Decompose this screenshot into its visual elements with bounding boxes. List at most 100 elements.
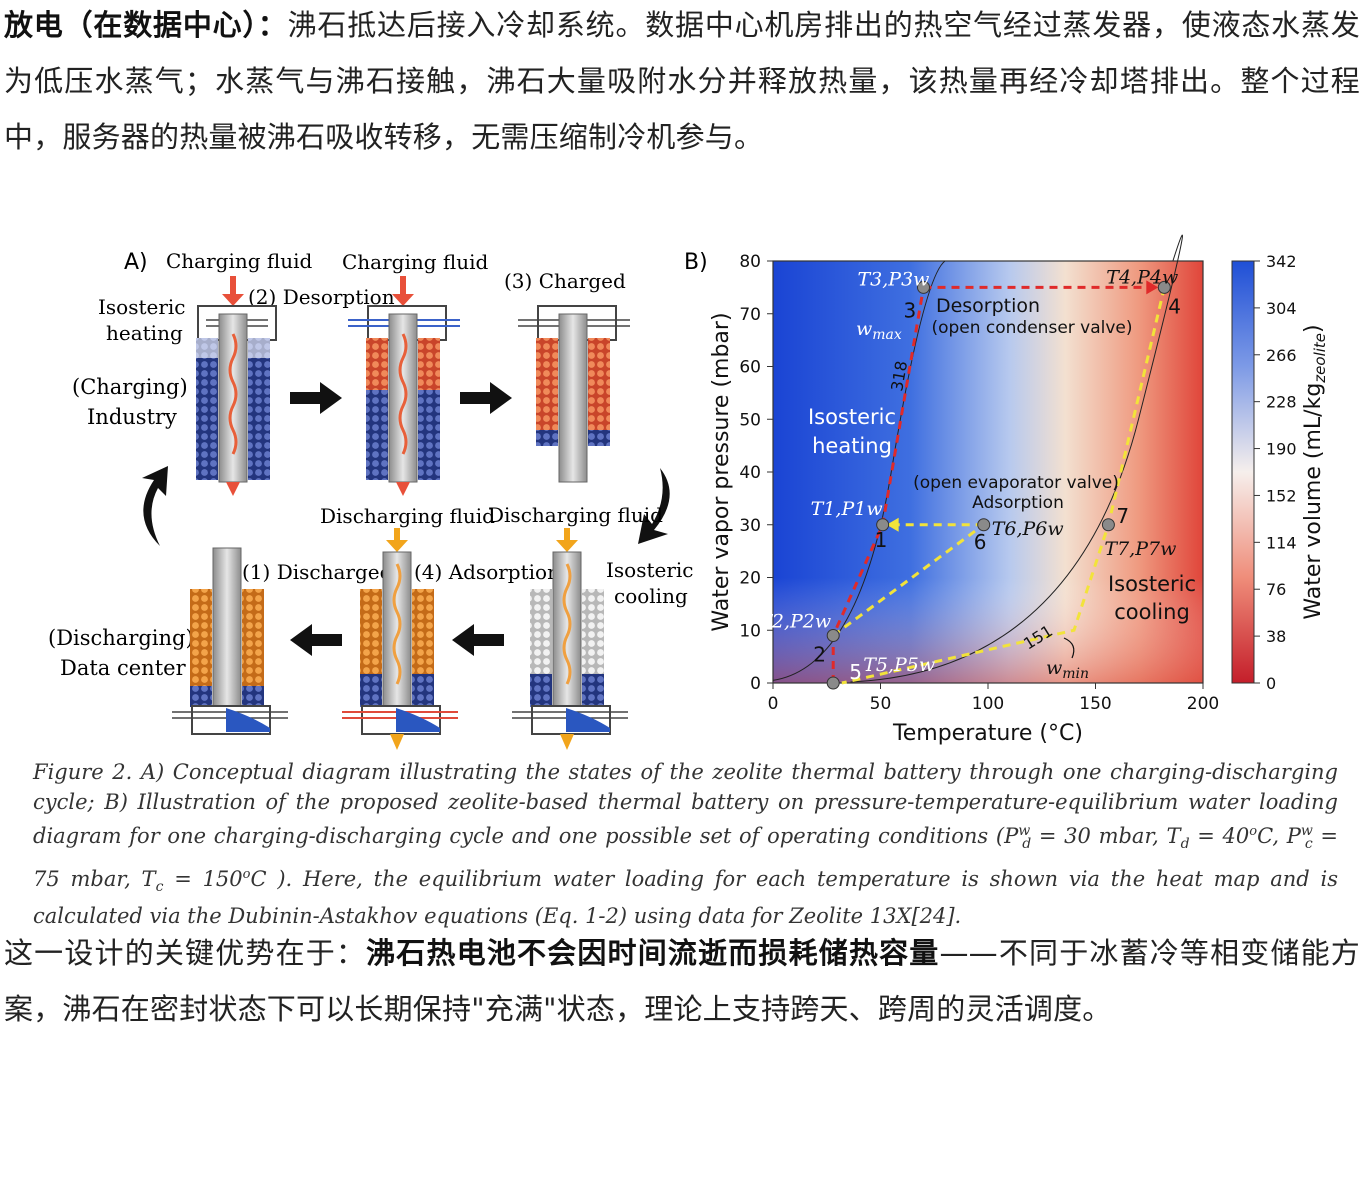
point-name-7: T7,P7w: [1104, 538, 1176, 560]
y-tick-label: 0: [750, 674, 761, 694]
point-name-5: T5,P5w: [863, 654, 935, 676]
y-tick-label: 20: [739, 569, 761, 589]
wmax-label: wmax: [856, 318, 902, 343]
discharge-heading: 放电（在数据中心）：: [4, 8, 288, 42]
y-tick-label: 30: [739, 516, 761, 536]
inlet-arrow-icon: [386, 528, 408, 552]
paragraph-advantage: 这一设计的关键优势在于：沸石热电池不会因时间流逝而损耗储热容量——不同于冰蓄冷等…: [4, 925, 1360, 1037]
discharged-label: (1) Discharged: [242, 560, 393, 584]
y-tick-label: 70: [739, 305, 761, 325]
colorbar-tick-label: 266: [1266, 346, 1297, 365]
point-4: [1157, 280, 1171, 294]
figure-svg: A) Charging fluid Charging fluid (2) Des…: [48, 234, 1329, 750]
charging-fluid-label-1: Charging fluid: [166, 249, 313, 273]
point-7: [1101, 518, 1115, 532]
point-6: [977, 518, 991, 532]
x-tick-label: 200: [1187, 694, 1219, 714]
y-tick-label: 50: [739, 410, 761, 430]
arrow-right-icon: [290, 382, 342, 414]
colorbar-label: Water volume (mL/kgzeolite): [1301, 324, 1329, 619]
x-tick-label: 100: [972, 694, 1004, 714]
advantage-intro: 这一设计的关键优势在于：: [4, 936, 367, 970]
point-2: [826, 629, 840, 643]
colorbar-tick-label: 190: [1266, 440, 1297, 459]
discharging-datacenter-label-1: (Discharging): [48, 626, 194, 650]
arrow-right-icon: [460, 382, 512, 414]
discharge-text: 沸石抵达后接入冷却系统。数据中心机房排出的热空气经过蒸发器，使液态水蒸发为低压水…: [4, 8, 1360, 154]
x-tick-label: 150: [1079, 694, 1111, 714]
discharging-datacenter-label-2: Data center: [60, 656, 187, 680]
point-name-3: T3,P3w: [858, 268, 930, 290]
inlet-arrow-icon: [222, 276, 244, 306]
charged-label: (3) Charged: [504, 269, 626, 293]
cylinder-cooling: [512, 528, 628, 750]
cylinder-desorption: [348, 276, 460, 496]
cylinder-discharged: [172, 547, 288, 735]
cylinder-adsorption: [342, 528, 458, 750]
point-label-6: 6: [974, 530, 987, 554]
colorbar-tick-label: 38: [1266, 627, 1286, 646]
point-label-5: 5: [849, 660, 862, 684]
outlet-arrow-icon: [560, 734, 574, 750]
arrow-curve-down-icon: [638, 468, 670, 544]
paragraph-discharge: 放电（在数据中心）：沸石抵达后接入冷却系统。数据中心机房排出的热空气经过蒸发器，…: [4, 0, 1360, 165]
colorbar-tick-label: 0: [1266, 674, 1276, 693]
cylinder-charged: [518, 305, 630, 483]
colorbar-tick-label: 114: [1266, 533, 1297, 552]
point-label-3: 3: [904, 298, 917, 322]
colorbar-tick-label: 304: [1266, 299, 1297, 318]
panel-b-tag: B): [684, 250, 708, 275]
isosteric-heating-label-1: Isosteric: [98, 295, 186, 319]
isosteric-heating-label-1: Isosteric: [808, 405, 896, 429]
point-5: [826, 676, 840, 690]
advantage-text: ——不同于冰蓄冷等相变储能方案，沸石在密封状态下可以长期保持"充满"状态，理论上…: [4, 936, 1360, 1026]
open-evaporator-label: (open evaporator valve): [913, 473, 1119, 493]
discharging-fluid-label-2: Discharging fluid: [488, 503, 663, 527]
charging-industry-label-1: (Charging): [72, 375, 188, 399]
y-tick-label: 60: [739, 358, 761, 378]
isoline-318: [772, 260, 946, 681]
desorption-arrowhead-icon: [1146, 280, 1159, 295]
x-axis-label: Temperature (°C): [892, 721, 1083, 746]
isosteric-cooling-label-2: cooling: [614, 584, 688, 608]
colorbar: [1231, 260, 1255, 684]
arrow-curve-up-icon: [142, 466, 168, 546]
x-tick-label: 50: [870, 694, 892, 714]
x-tick-label: 0: [768, 694, 779, 714]
point-name-2: T2,P2w: [759, 611, 831, 633]
wmin-label: wmin: [1046, 657, 1089, 682]
adsorption-arrowhead-icon: [886, 517, 899, 532]
colorbar-tick-label: 152: [1266, 486, 1297, 505]
isosteric-heating-label-2: heating: [106, 321, 183, 345]
colorbar-tick-label: 342: [1266, 252, 1297, 271]
cooling-path: [841, 287, 1166, 685]
point-1: [876, 518, 890, 532]
discharging-fluid-label-1: Discharging fluid: [320, 504, 495, 528]
point-3: [917, 280, 930, 294]
inlet-arrow-icon: [392, 276, 414, 306]
outlet-arrow-icon: [390, 734, 404, 750]
point-name-4: T4,P4w: [1106, 266, 1178, 288]
y-tick-label: 10: [739, 621, 761, 641]
open-condenser-label: (open condenser valve): [931, 318, 1132, 338]
y-tick-label: 80: [739, 252, 761, 272]
point-name-6: T6,P6w: [992, 518, 1064, 540]
point-label-4: 4: [1168, 294, 1181, 318]
charging-industry-label-2: Industry: [87, 405, 177, 429]
panel-a-tag: A): [124, 250, 148, 275]
figure-caption: Figure 2. A) Conceptual diagram illustra…: [33, 760, 1339, 929]
cylinder-charging: [196, 276, 277, 496]
charging-fluid-label-2: Charging fluid: [342, 250, 489, 274]
point-label-2: 2: [813, 643, 826, 667]
adsorption-label: Adsorption: [972, 493, 1064, 513]
advantage-highlight: 沸石热电池不会因时间流逝而损耗储热容量: [366, 936, 940, 970]
colorbar-tick-label: 76: [1266, 580, 1286, 599]
desorption-label: Desorption: [936, 295, 1040, 317]
outlet-arrow-icon: [226, 482, 240, 496]
adsorption-label: (4) Adsorption: [414, 560, 560, 584]
point-label-7: 7: [1116, 504, 1129, 528]
y-tick-label: 40: [739, 463, 761, 483]
point-name-1: T1,P1w: [811, 498, 883, 520]
